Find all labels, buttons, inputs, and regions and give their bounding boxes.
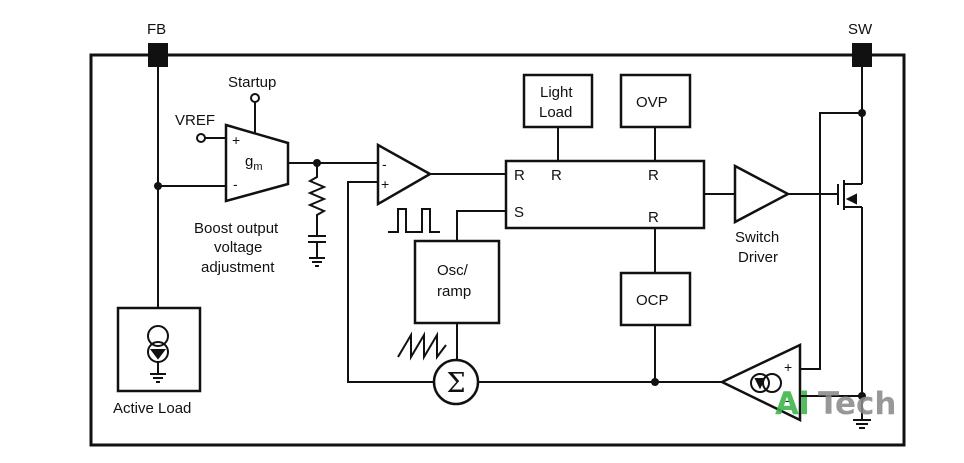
vref-label: VREF xyxy=(175,112,215,129)
active-load-label: Active Load xyxy=(113,400,191,417)
chip-boundary xyxy=(89,53,906,447)
gm-amp-label: gm xyxy=(245,153,263,173)
latch-s: S xyxy=(514,204,524,221)
startup-terminal xyxy=(250,93,260,103)
light-load-line2: Load xyxy=(539,104,572,121)
light-load-block xyxy=(522,73,594,129)
switch-driver-line1: Switch xyxy=(735,229,779,246)
gm-amplifier xyxy=(224,123,290,203)
switch-driver xyxy=(733,163,791,225)
mosfet-icon xyxy=(837,67,863,420)
watermark-ai: Ai xyxy=(775,386,810,422)
startup-label: Startup xyxy=(228,74,276,91)
watermark-tech: Tech xyxy=(818,386,897,422)
pwm-comparator xyxy=(376,142,433,207)
ovp-block xyxy=(619,73,692,129)
ovp-label: OVP xyxy=(636,94,668,111)
gm-amp-sub: m xyxy=(253,161,262,173)
fb-pin-label: FB xyxy=(147,21,166,38)
latch-r-top1: R xyxy=(551,167,562,184)
sw-pin-label: SW xyxy=(848,21,873,38)
light-load-line1: Light xyxy=(540,84,573,101)
osc-ramp-line2: ramp xyxy=(437,283,471,300)
boost-caption-line3: adjustment xyxy=(201,259,275,276)
current-source-icon xyxy=(147,325,169,383)
fb-pin: FB xyxy=(147,21,168,67)
osc-to-s xyxy=(456,210,506,241)
latch-r-top2: R xyxy=(648,167,659,184)
pwm-latch xyxy=(504,159,706,230)
osc-ramp-block xyxy=(413,239,501,325)
sw-pin: SW xyxy=(848,21,873,67)
latch-r-bottom: R xyxy=(648,209,659,226)
current-sense-icon xyxy=(750,373,782,393)
comparator-minus: - xyxy=(382,156,387,172)
summer-symbol: Σ xyxy=(446,368,465,399)
gm-amp-plus: + xyxy=(232,132,240,148)
boost-caption-line2: voltage xyxy=(214,239,262,256)
osc-ramp-line1: Osc/ xyxy=(437,262,469,279)
rc-compensation xyxy=(307,163,327,267)
sawtooth-icon xyxy=(397,331,447,361)
pulse-train-icon xyxy=(388,208,440,233)
switch-driver-line2: Driver xyxy=(738,249,778,266)
aitech-watermark: Ai Tech xyxy=(775,386,897,422)
gm-amp-g: g xyxy=(245,153,253,170)
gm-amp-minus: - xyxy=(233,176,238,192)
sense-plus: + xyxy=(784,359,792,375)
ground-icon xyxy=(853,419,871,429)
feedback-loop xyxy=(347,181,434,383)
ocp-label: OCP xyxy=(636,292,669,309)
latch-r-left: R xyxy=(514,167,525,184)
vref-terminal xyxy=(196,133,206,143)
sense-plus-wire xyxy=(800,112,862,370)
comparator-plus: + xyxy=(381,176,389,192)
boost-caption-line1: Boost output xyxy=(194,220,279,237)
sense-minus: - xyxy=(785,392,790,408)
ocp-block xyxy=(619,271,692,327)
